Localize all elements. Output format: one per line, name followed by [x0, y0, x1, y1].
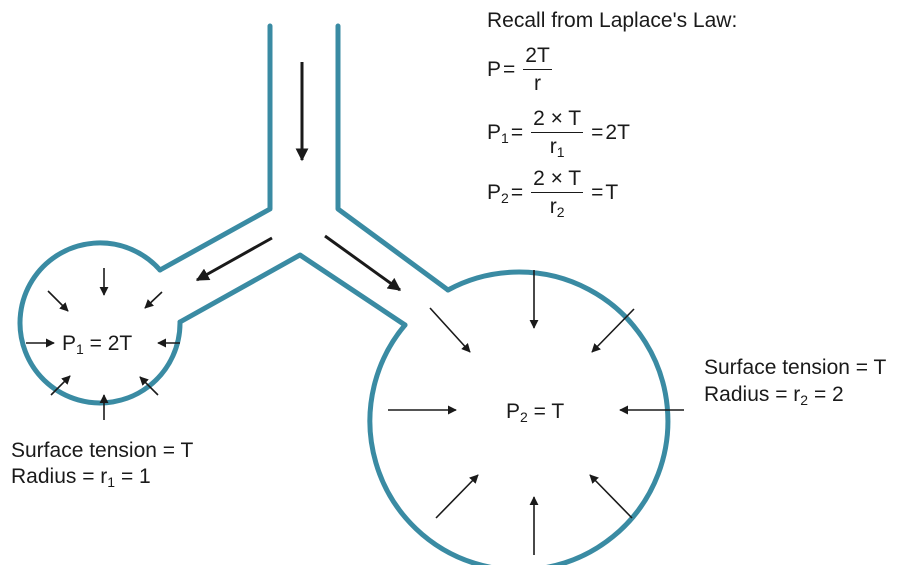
formula-equals: = [591, 121, 604, 144]
large-alveolus-radius: Radius = r2 = 2 [704, 383, 844, 408]
laplace-recall-heading: Recall from Laplace's Law: [487, 9, 738, 32]
formula-fraction: 2 × T r1 [531, 108, 584, 160]
laplace-p2-formula: P2 = 2 × T r2 = T [487, 168, 619, 220]
pressure-arrow [50, 375, 71, 396]
formula-result: 2T [605, 121, 630, 144]
pressure-arrow [47, 290, 69, 312]
formula-equals: = [591, 181, 604, 204]
pressure-arrow [589, 474, 633, 519]
formula-fraction: 2 × T r2 [531, 168, 584, 220]
trachea-right-wall [335, 23, 451, 293]
trachea-left-wall [157, 23, 273, 273]
large-alveolus-pressure-label: P2 = T [506, 400, 565, 425]
bronchi-inner-wall [177, 252, 408, 328]
formula-fraction: 2T r [523, 45, 552, 94]
small-alveolus-pressure-arrows [26, 268, 180, 420]
airway-walls [157, 23, 451, 328]
pressure-arrow [139, 376, 159, 396]
small-alveolus-pressure-label: P1 = 2T [62, 332, 133, 357]
large-alveolus-surface-tension: Surface tension = T [704, 356, 887, 379]
formula-lhs: P1 [487, 121, 509, 146]
small-alveolus [17, 240, 183, 406]
airflow-arrows [195, 62, 402, 292]
pressure-arrow [144, 291, 163, 309]
airflow-arrow-right [324, 234, 402, 292]
large-alveolus [367, 269, 671, 565]
formula-equals: = [510, 181, 524, 204]
fraction-denominator: r1 [549, 135, 565, 160]
large-alveolus-pressure-arrows [388, 270, 684, 555]
formula-equals: = [503, 58, 516, 81]
airflow-arrow-left [195, 236, 273, 282]
fraction-numerator: 2 × T [531, 108, 584, 133]
small-alveolus-radius: Radius = r1 = 1 [11, 465, 151, 490]
formula-result: T [605, 181, 619, 204]
pressure-arrow [591, 308, 635, 353]
small-alveolus-surface-tension: Surface tension = T [11, 439, 194, 462]
pressure-arrow [429, 307, 471, 353]
fraction-numerator: 2T [523, 45, 552, 70]
formula-lhs: P [487, 58, 502, 81]
fraction-denominator: r [534, 72, 542, 95]
laplace-p1-formula: P1 = 2 × T r1 = 2T [487, 108, 630, 160]
formula-equals: = [510, 121, 524, 144]
fraction-denominator: r2 [549, 195, 565, 220]
fraction-numerator: 2 × T [531, 168, 584, 193]
pressure-arrow [435, 474, 479, 519]
laplace-general-formula: P = 2T r [487, 45, 558, 94]
formula-lhs: P2 [487, 181, 509, 206]
